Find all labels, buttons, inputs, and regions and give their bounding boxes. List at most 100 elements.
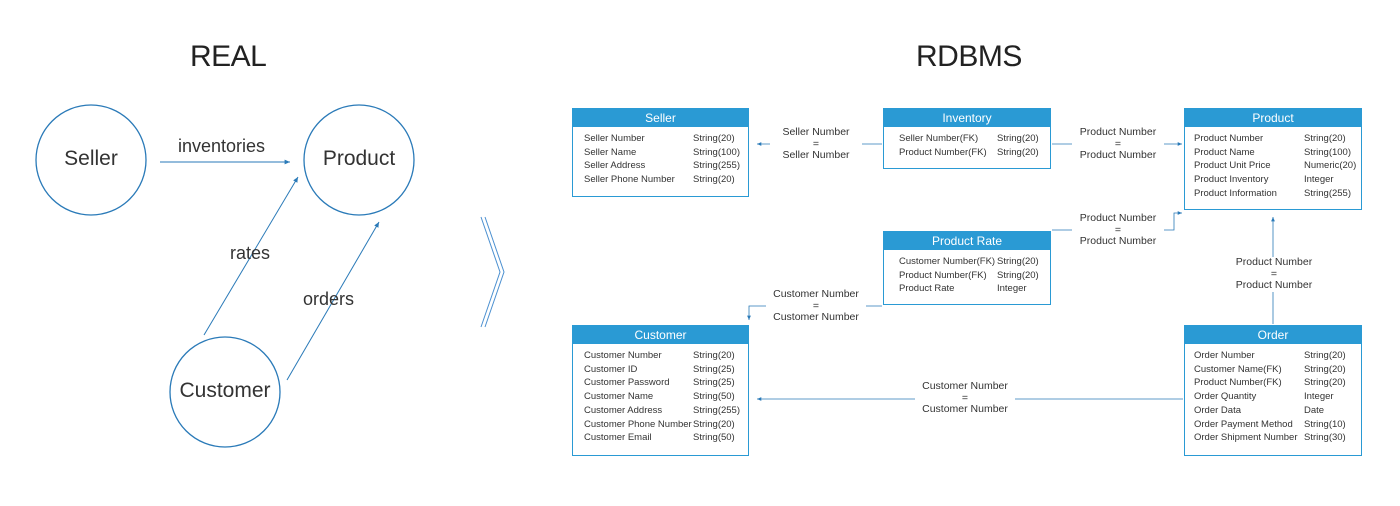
table-row: Seller Phone Number String(20) bbox=[584, 173, 748, 187]
join-top-text: Customer Number bbox=[922, 380, 1008, 392]
inventory-table-fields: Seller Number(FK) String(20) Product Numb… bbox=[884, 127, 1050, 159]
join-equals: = bbox=[1114, 137, 1122, 150]
customer-table-title: Customer bbox=[573, 326, 748, 344]
field-name: Customer Number(FK) bbox=[899, 256, 996, 267]
field-type: String(30) bbox=[1304, 432, 1346, 444]
field-type: String(20) bbox=[693, 133, 735, 144]
field-name: Order Shipment Number bbox=[1194, 432, 1298, 444]
field-type: Numeric(20) bbox=[1304, 160, 1357, 172]
join-bottom-text: Product Number bbox=[1079, 149, 1157, 161]
join-top-text: Product Number bbox=[1079, 212, 1157, 224]
field-type: String(20) bbox=[1304, 377, 1346, 389]
field-type: String(100) bbox=[693, 146, 740, 158]
field-name: Order Data bbox=[1194, 404, 1241, 416]
rdbms-heading: RDBMS bbox=[916, 40, 1022, 73]
field-name: Seller Name bbox=[584, 146, 637, 158]
field-type: String(255) bbox=[693, 160, 740, 172]
field-name: Product Information bbox=[1194, 187, 1277, 199]
join-top-text: Customer Number bbox=[773, 288, 859, 300]
rates-label: rates bbox=[230, 243, 271, 263]
join-bottom-text: Product Number bbox=[1235, 279, 1313, 291]
join-bottom-text: Customer Number bbox=[773, 311, 859, 323]
join-equals: = bbox=[961, 391, 969, 404]
join-equals: = bbox=[1270, 267, 1278, 280]
field-type: String(20) bbox=[1304, 133, 1346, 144]
table-row: Seller Number(FK) String(20) bbox=[899, 132, 1050, 146]
real-heading: REAL bbox=[190, 40, 267, 73]
field-type: String(20) bbox=[997, 133, 1039, 144]
table-row: Customer Number(FK)String(20) bbox=[899, 255, 1050, 269]
field-name: Customer ID bbox=[584, 363, 638, 375]
field-name: Product Inventory bbox=[1194, 174, 1269, 186]
field-name: Seller Phone Number bbox=[584, 174, 675, 186]
field-name: Customer Password bbox=[584, 377, 670, 389]
customer-node-circle bbox=[169, 336, 281, 448]
product-rate-table-fields: Customer Number(FK)String(20) Product Nu… bbox=[884, 250, 1050, 296]
table-row: Product Name String(100) bbox=[1194, 146, 1361, 160]
field-name: Customer Phone Number bbox=[584, 418, 692, 430]
inventory-table: Inventory Seller Number(FK)String(20) Pr… bbox=[883, 108, 1051, 169]
join-top-text: Product Number bbox=[1235, 256, 1313, 268]
field-type: String(20) bbox=[693, 418, 735, 430]
field-type: String(50) bbox=[693, 391, 735, 403]
field-type: String(100) bbox=[1304, 146, 1351, 158]
field-name: Product Rate bbox=[899, 283, 955, 295]
product-table-title: Product bbox=[1185, 109, 1361, 127]
field-type: String(20) bbox=[997, 269, 1039, 281]
inventory-product-join-label: Product Number = Product Number bbox=[1072, 126, 1164, 162]
field-name: Product Number(FK) bbox=[899, 146, 987, 158]
seller-table-title: Seller bbox=[573, 109, 748, 127]
table-row: Customer Password String(25) bbox=[584, 376, 748, 390]
rates-arrow bbox=[203, 176, 299, 336]
orders-arrow bbox=[286, 221, 380, 381]
field-name: Product Unit Price bbox=[1194, 160, 1271, 172]
order-product-join-label: Product Number = Product Number bbox=[1228, 256, 1320, 292]
join-equals: = bbox=[812, 299, 820, 312]
field-type: String(25) bbox=[693, 377, 735, 389]
field-type: String(20) bbox=[693, 350, 735, 361]
rate-customer-join-label: Customer Number = Customer Number bbox=[766, 288, 866, 324]
table-row: Product Unit Price Numeric(20) bbox=[1194, 159, 1361, 173]
field-name: Product Name bbox=[1194, 146, 1255, 158]
field-name: Product Number(FK) bbox=[1194, 377, 1282, 389]
product-node-label: Product bbox=[322, 147, 396, 170]
field-name: Customer Name(FK) bbox=[1194, 363, 1282, 375]
table-row: Seller Name String(100) bbox=[584, 146, 748, 160]
chevron-separator-icon bbox=[480, 216, 501, 328]
field-type: String(20) bbox=[693, 174, 735, 186]
table-row: Product Number(FK) String(20) bbox=[1194, 376, 1361, 390]
field-type: String(255) bbox=[693, 404, 740, 416]
field-name: Customer Email bbox=[584, 432, 652, 444]
customer-node-label: Customer bbox=[179, 379, 271, 402]
order-table-title: Order bbox=[1185, 326, 1361, 344]
field-name: Order Payment Method bbox=[1194, 418, 1293, 430]
field-name: Seller Number(FK) bbox=[899, 133, 979, 144]
table-row: Product Number(FK)String(20) bbox=[899, 269, 1050, 283]
table-row: Order Shipment Number String(30) bbox=[1194, 431, 1361, 445]
join-equals: = bbox=[812, 137, 820, 150]
order-customer-join-label: Customer Number = Customer Number bbox=[915, 380, 1015, 416]
seller-inventory-join-label: Seller Number = Seller Number bbox=[770, 126, 862, 162]
field-type: String(10) bbox=[1304, 418, 1346, 430]
field-type: Integer bbox=[997, 283, 1027, 295]
rate-product-join-label: Product Number = Product Number bbox=[1072, 212, 1164, 248]
